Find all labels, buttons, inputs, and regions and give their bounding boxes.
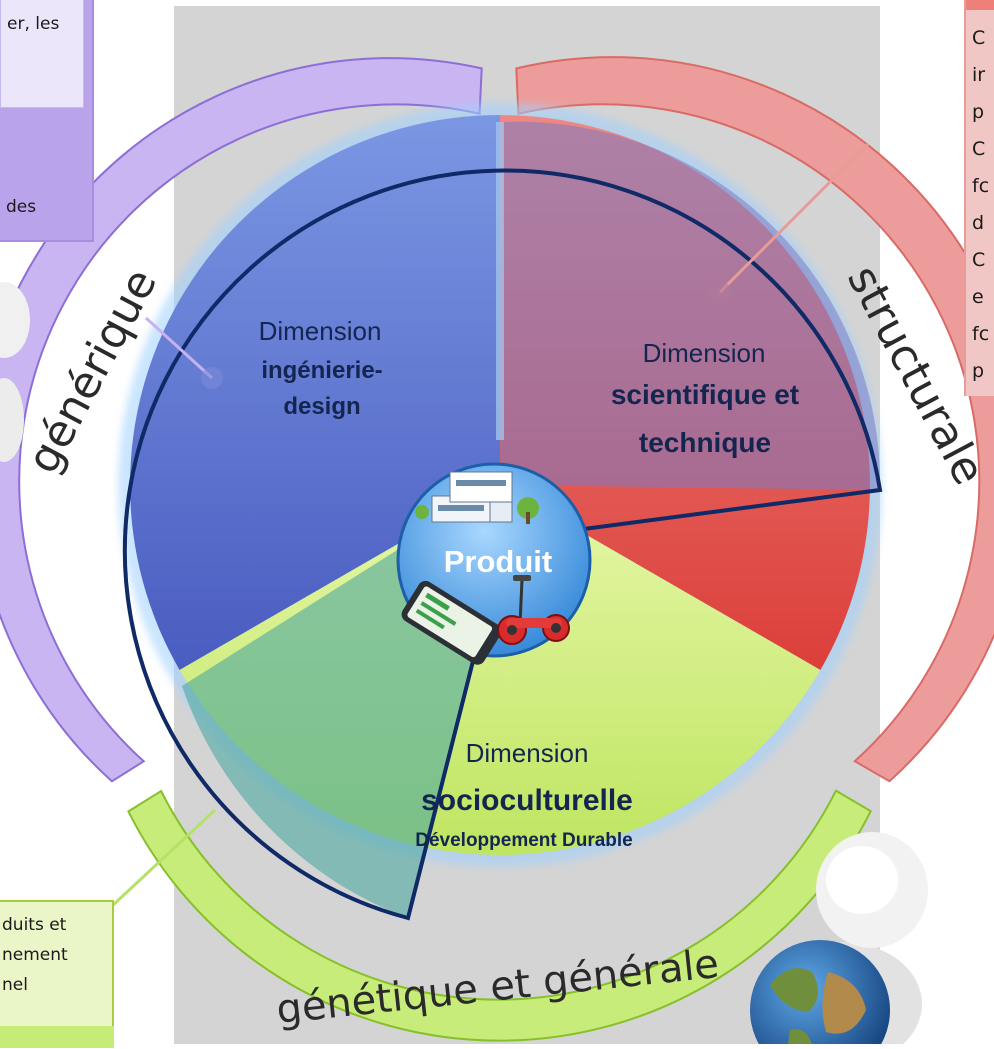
sci-title-line2: technique xyxy=(639,427,771,458)
sci-title-line1: scientifique et xyxy=(611,379,799,410)
product-badge: Produit xyxy=(396,462,592,665)
ing-title-line1: ingénierie- xyxy=(261,357,382,384)
note-purple-line2: des xyxy=(6,197,37,217)
arc-genetique xyxy=(127,789,873,1042)
ing-dimension-label: Dimension xyxy=(259,316,382,346)
left-figure-head xyxy=(0,282,30,358)
note-red-line: fc xyxy=(972,175,990,197)
socio-title-line2: Développement Durable xyxy=(415,830,633,851)
arc-generique xyxy=(0,57,483,783)
note-red-line: fc xyxy=(972,323,990,345)
note-red-line: d xyxy=(972,212,985,234)
socio-dimension-label: Dimension xyxy=(466,738,589,768)
note-purple-line1: er, les xyxy=(7,14,60,34)
product-label: Produit xyxy=(444,544,553,579)
note-green-line: duits et xyxy=(2,915,67,935)
note-red-line: C xyxy=(972,138,986,160)
note-green-line: nement xyxy=(2,945,68,965)
note-red-line: C xyxy=(972,27,986,49)
overlay-science xyxy=(500,121,881,491)
note-green-strip xyxy=(0,1026,114,1048)
note-red-header xyxy=(966,0,994,10)
scooter-icon xyxy=(497,575,570,645)
building-icon xyxy=(415,471,539,524)
note-red-line: p xyxy=(972,101,985,123)
note-red-line: C xyxy=(972,249,986,271)
sci-dimension-label: Dimension xyxy=(643,338,766,368)
note-red-line: e xyxy=(972,286,984,308)
socio-title-line1: socioculturelle xyxy=(421,784,633,817)
note-green-line: nel xyxy=(2,975,28,995)
ing-title-line2: design xyxy=(283,393,360,420)
arc-structurale xyxy=(515,56,994,783)
note-green: duits et nement nel xyxy=(0,900,114,1048)
smartphone-icon xyxy=(401,580,502,665)
figure-with-globe xyxy=(750,832,928,1049)
note-purple: er, les des xyxy=(0,0,94,242)
note-red-line: ir xyxy=(972,64,986,86)
left-figure-body xyxy=(0,378,24,462)
note-red: C ir p C fc d C e fc p xyxy=(964,0,994,396)
note-red-line: p xyxy=(972,360,985,382)
